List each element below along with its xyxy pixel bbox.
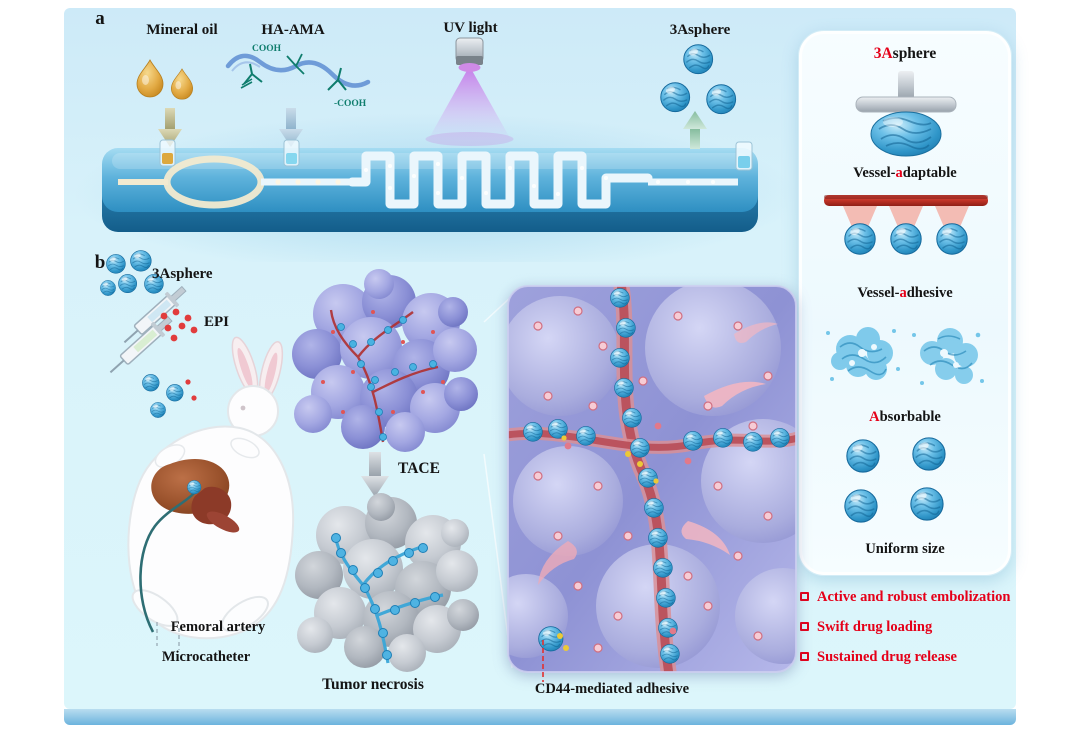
oil-inlet-vial (159, 139, 176, 167)
square-bullet-icon (800, 651, 809, 661)
vessel-adhesive-label: Vessel-adhesive (857, 285, 953, 301)
epi-dots-released (533, 306, 773, 653)
microcatheter-label: Microcatheter (161, 649, 251, 665)
vessel-adaptable-illustration (855, 71, 957, 157)
microfluidic-chip-illustration (102, 139, 758, 232)
bottom-blue-bar (64, 709, 1016, 725)
tace-arrow-down-icon (361, 452, 389, 497)
feature-summary-box: 3Asphere Vessel-adaptable Vessel-adhesiv… (798, 30, 1012, 576)
fragmenting-sphere-left (826, 327, 900, 381)
square-bullet-icon (800, 592, 809, 601)
epi-label: EPI (204, 314, 230, 330)
sphere-chain-in-vessels (331, 533, 440, 660)
ha-ama-label: HA-AMA (261, 22, 325, 38)
sphere-at-catheter-tip (187, 480, 202, 495)
pink-cilia (538, 322, 778, 585)
bullet-text: Sustained drug release (817, 648, 957, 665)
rabbit-illustration (127, 336, 295, 650)
list-item-drug-loading: Swift drug loading (800, 618, 1016, 637)
polymer-flow-arrow-down-icon (279, 108, 303, 147)
microcatheter-line (139, 491, 197, 633)
list-item-embolization: Active and robust embolization (800, 588, 1016, 607)
feature-title-red-part: 3A (873, 45, 893, 62)
outlet-vial (735, 141, 753, 171)
rabbit-ears (231, 336, 284, 401)
cooh-top-label: COOH (252, 44, 282, 54)
droplets-in-channel (364, 162, 715, 196)
epi-dots-in-tumor (321, 310, 445, 414)
serpentine-channel (347, 151, 653, 209)
epi-drug-dots-icon (160, 308, 198, 342)
cooh-right-label: -COOH (334, 99, 367, 109)
list-item-drug-release: Sustained drug release (800, 648, 1016, 667)
uniform-size-illustration (844, 437, 946, 523)
tumor-viable-illustration (292, 269, 478, 452)
square-bullet-icon (800, 621, 809, 631)
tumor-necrosis-illustration (295, 493, 479, 672)
absorbable-illustration (826, 327, 984, 385)
key-points-list: Active and robust embolization Swift dru… (800, 588, 1016, 678)
panel-b-letter: b (94, 252, 106, 273)
vessel-adaptable-label: Vessel-adaptable (853, 165, 957, 181)
cd44-label: CD44-mediated adhesive (534, 681, 690, 697)
product-3asphere-label: 3Asphere (669, 22, 731, 38)
oil-droplets-icon (136, 59, 193, 100)
bullet-text: Active and robust embolization (817, 589, 1011, 605)
uniform-size-label: Uniform size (865, 541, 945, 557)
fragmenting-sphere-right (912, 328, 984, 385)
feature-title-rest: sphere (892, 45, 937, 62)
vessel-adhesive-illustration (824, 195, 988, 255)
bullet-text: Swift drug loading (817, 618, 933, 635)
uv-lamp-icon (425, 37, 514, 146)
uv-light-label: UV light (443, 20, 498, 36)
mineral-oil-label: Mineral oil (146, 22, 218, 38)
spheres-in-vessels (337, 316, 437, 441)
cd44-zoom-panel (507, 285, 797, 673)
femoral-artery-label: Femoral artery (170, 619, 266, 635)
absorbable-label: Absorbable (869, 409, 941, 425)
cd44-adhesion-sites (557, 435, 659, 651)
tumor-cell-cluster (292, 269, 478, 452)
injected-spheres-icon (142, 374, 197, 418)
panel-a-letter: a (95, 8, 105, 29)
necrotic-cell-cluster (295, 493, 479, 672)
oil-flow-arrow-down-icon (158, 108, 182, 147)
ha-ama-polymer-illustration: COOH -COOH (225, 44, 371, 109)
feature-box-title: 3Asphere (799, 45, 1011, 63)
sphere-cluster-label: 3Asphere (152, 266, 213, 282)
cd44-pointer-dashed-line (542, 640, 544, 682)
tace-label: TACE (398, 460, 440, 477)
polymer-inlet-vial (283, 139, 300, 167)
product-arrow-up-icon (683, 111, 707, 149)
syringes-icon (109, 285, 187, 374)
tumor-necrosis-label: Tumor necrosis (322, 676, 424, 693)
